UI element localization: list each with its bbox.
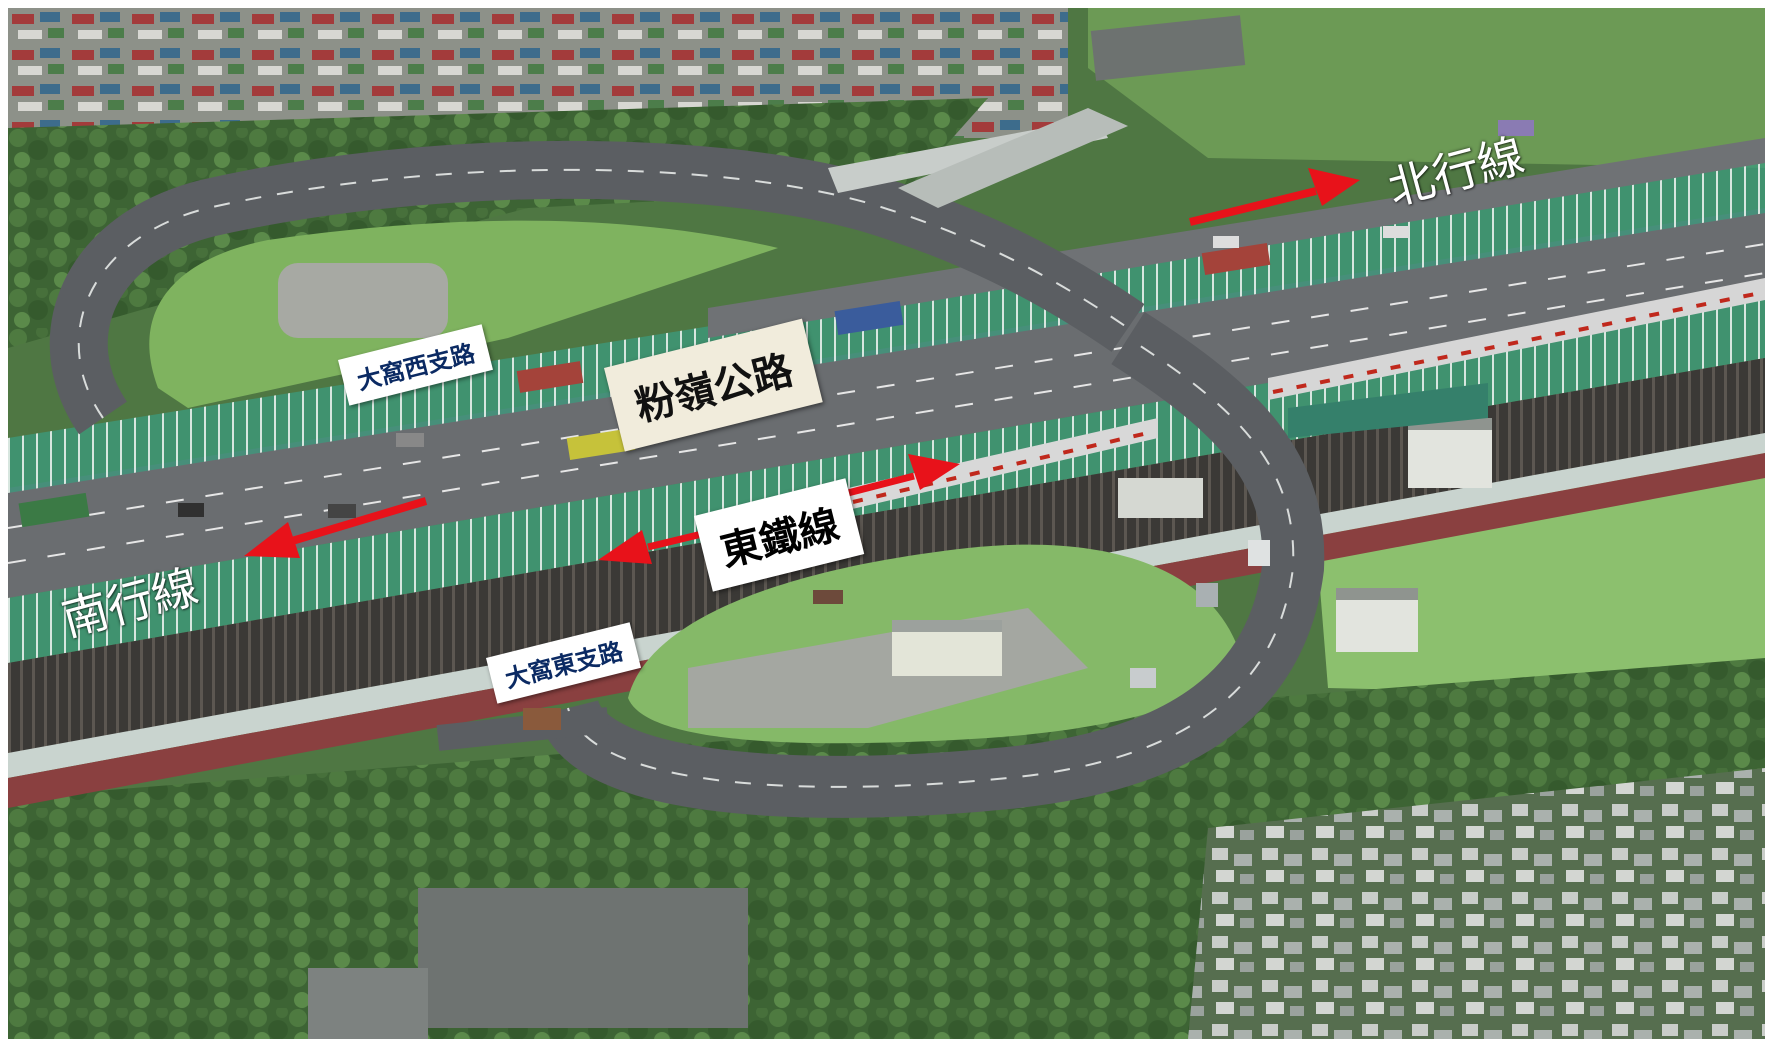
lane-markings — [7, 243, 1765, 529]
east-loop-ramp-edge — [567, 337, 1295, 788]
village — [1188, 768, 1765, 1039]
hillside-grass — [1088, 8, 1765, 168]
footbridge — [1288, 383, 1488, 438]
paved-pad — [278, 263, 448, 338]
aerial-rendering — [7, 8, 1765, 1039]
train — [848, 278, 1765, 510]
southbound-carriageway — [8, 208, 1765, 598]
warehouse-roof — [1090, 15, 1246, 81]
west-loop-ramp-edge — [77, 168, 1129, 419]
bottom-building — [418, 888, 748, 1028]
arrows — [244, 168, 1360, 564]
ramp-vehicles — [523, 540, 1270, 730]
flyover — [898, 108, 1128, 208]
bottom-building — [308, 968, 428, 1039]
rail-corridor — [8, 358, 1765, 758]
lane-markings — [7, 272, 1765, 564]
interchange-aerial-view: 北行線 南行線 粉嶺公路 東鐵線 大窩西支路 大窩東支路 — [7, 8, 1765, 1039]
